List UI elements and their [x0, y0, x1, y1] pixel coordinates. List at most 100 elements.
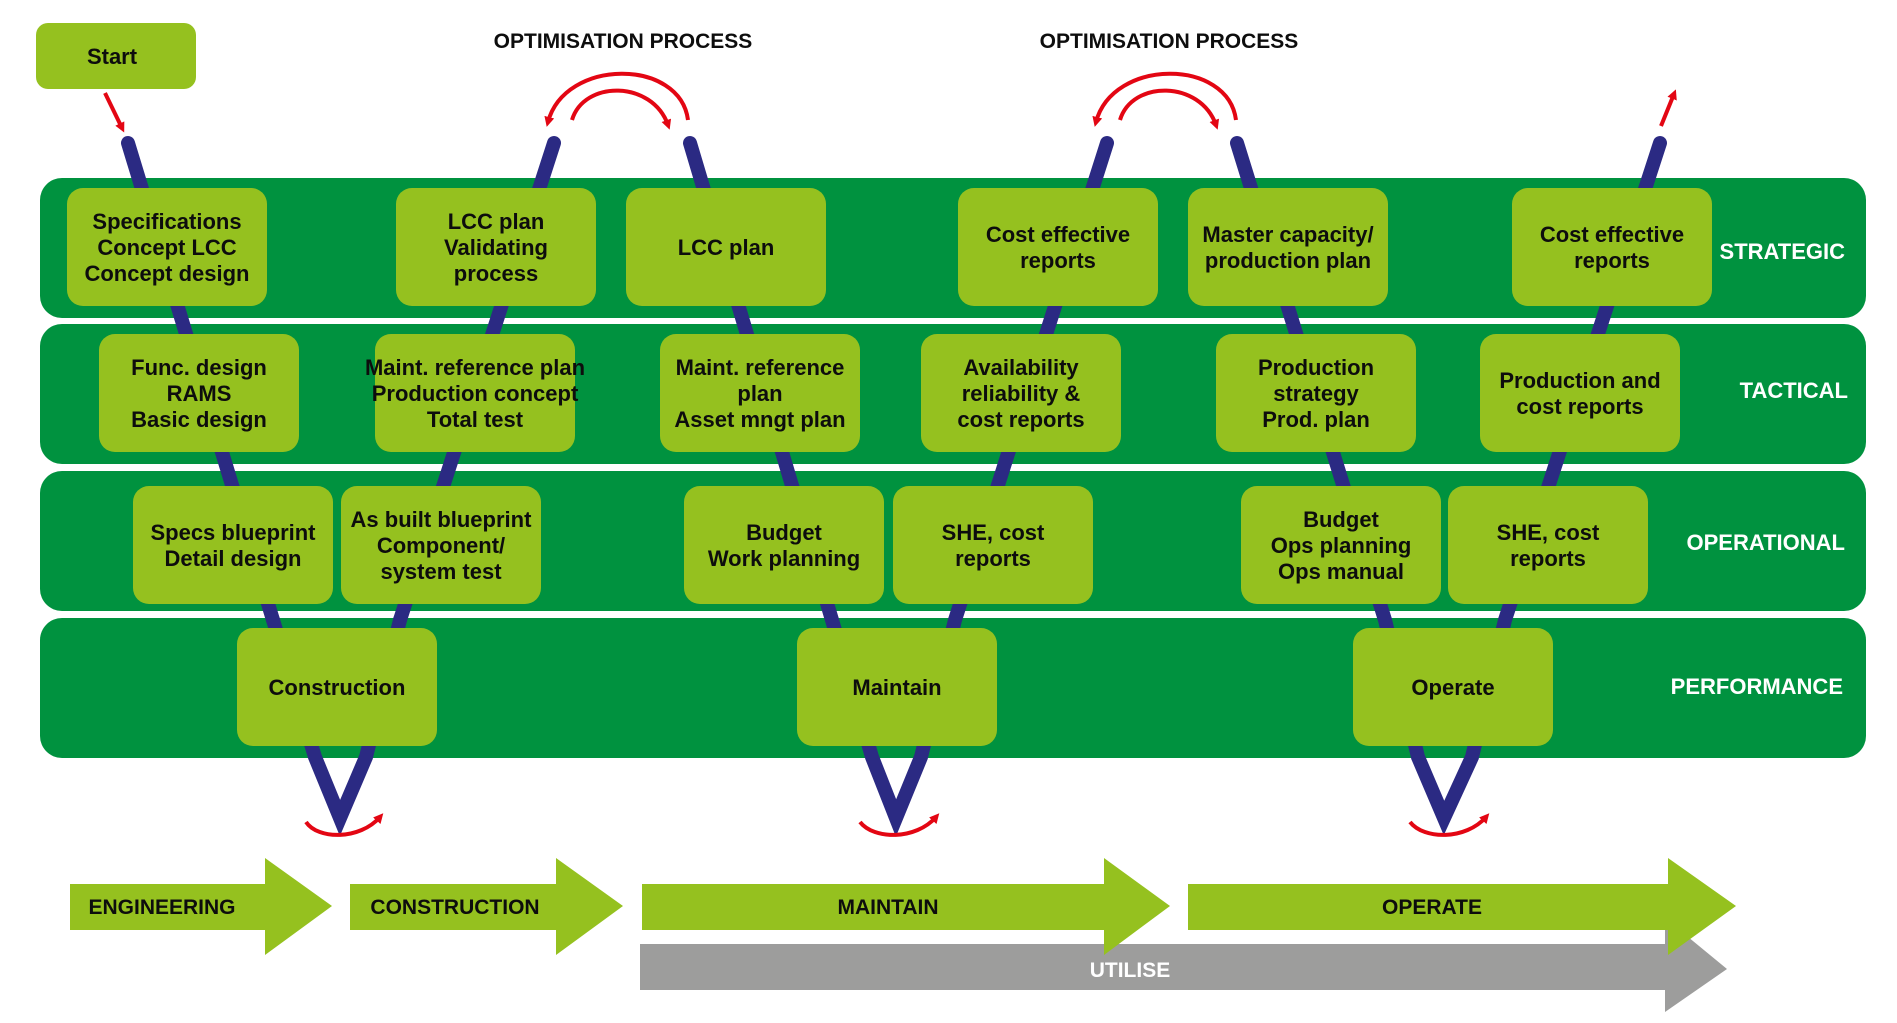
- box-background: [958, 188, 1158, 306]
- box-text-line: RAMS: [167, 381, 232, 406]
- optimisation-loop-1-outer: [544, 71, 690, 127]
- box-text-line: Total test: [427, 407, 524, 432]
- utilise-label: UTILISE: [1090, 959, 1171, 982]
- box-text-line: system test: [380, 559, 502, 584]
- optimisation-loop-2-outer: [1092, 71, 1238, 127]
- band-label-strategic: STRATEGIC: [1720, 239, 1846, 264]
- process-line-maintain: [683, 136, 1114, 837]
- box-background: [237, 628, 437, 746]
- box-background: [797, 628, 997, 746]
- box-text-line: Component/: [377, 533, 505, 558]
- box-background: [1353, 628, 1553, 746]
- box-performance-3: Operate: [1353, 628, 1553, 746]
- red-arrows: [103, 71, 1677, 837]
- box-text-line: Asset mngt plan: [674, 407, 845, 432]
- box-background: [1512, 188, 1712, 306]
- box-text-line: Availability: [963, 355, 1079, 380]
- box-background: [660, 334, 860, 452]
- box-background: [1188, 188, 1388, 306]
- box-text-line: reports: [1574, 248, 1650, 273]
- box-text-line: reliability &: [962, 381, 1081, 406]
- box-background: [1216, 334, 1416, 452]
- optimisation-label-2: OPTIMISATION PROCESS: [1040, 30, 1299, 53]
- box-text-line: Production: [1258, 355, 1374, 380]
- box-text-line: Validating: [444, 235, 548, 260]
- box-performance-1: Construction: [237, 628, 437, 746]
- box-background: [396, 188, 596, 306]
- box-background: [626, 188, 826, 306]
- exit-arrow: [1659, 89, 1677, 127]
- box-text-line: process: [454, 261, 538, 286]
- box-text-line: Ops planning: [1271, 533, 1412, 558]
- box-text-line: Maintain: [852, 675, 941, 700]
- box-text-line: Operate: [1411, 675, 1494, 700]
- band-label-tactical: TACTICAL: [1740, 378, 1848, 403]
- box-background: [375, 334, 575, 452]
- box-text-line: plan: [737, 381, 782, 406]
- phase-arrow-engineering: ENGINEERING: [70, 858, 332, 955]
- box-text-line: Master capacity/: [1202, 222, 1373, 247]
- box-text-line: Concept design: [84, 261, 249, 286]
- box-text-line: As built blueprint: [351, 507, 533, 532]
- box-text-line: Construction: [269, 675, 406, 700]
- rotate-arrow-operate: [1408, 813, 1490, 837]
- box-text-line: cost reports: [1516, 394, 1643, 419]
- box-text-line: reports: [955, 546, 1031, 571]
- process-line-operate: [1230, 136, 1667, 836]
- start-arrow: [103, 92, 125, 133]
- rotate-arrow-maintain: [858, 813, 940, 837]
- box-text-line: Cost effective: [986, 222, 1130, 247]
- box-text-line: Ops manual: [1278, 559, 1404, 584]
- box-text-line: reports: [1510, 546, 1586, 571]
- start-node: Start: [36, 23, 196, 89]
- box-text-line: Maint. reference: [676, 355, 845, 380]
- box-text-line: Specs blueprint: [150, 520, 316, 545]
- box-background: [893, 486, 1093, 604]
- box-text-line: LCC plan: [448, 209, 545, 234]
- box-background: [921, 334, 1121, 452]
- box-text-line: Concept LCC: [97, 235, 236, 260]
- box-text-line: SHE, cost: [1497, 520, 1600, 545]
- phase-arrow-utilise: UTILISE: [640, 918, 1727, 1012]
- box-text-line: Budget: [1303, 507, 1379, 532]
- box-text-line: reports: [1020, 248, 1096, 273]
- construction-label: CONSTRUCTION: [370, 896, 539, 919]
- operate-label: OPERATE: [1382, 896, 1482, 919]
- box-background: [684, 486, 884, 604]
- rotate-arrow-construction: [304, 813, 384, 837]
- phase-arrow-construction: CONSTRUCTION: [350, 858, 623, 955]
- engineering-label: ENGINEERING: [88, 896, 235, 919]
- box-text-line: Basic design: [131, 407, 267, 432]
- box-text-line: Budget: [746, 520, 822, 545]
- box-text-line: Specifications: [92, 209, 241, 234]
- band-label-operational: OPERATIONAL: [1687, 530, 1845, 555]
- box-text-line: Detail design: [165, 546, 302, 571]
- box-background: [1480, 334, 1680, 452]
- box-text-line: production plan: [1205, 248, 1371, 273]
- optimisation-label-1: OPTIMISATION PROCESS: [494, 30, 753, 53]
- optimisation-loop-2-inner: [1118, 88, 1220, 130]
- box-text-line: Maint. reference plan: [365, 355, 585, 380]
- box-text-line: strategy: [1273, 381, 1359, 406]
- box-background: [99, 334, 299, 452]
- maintain-label: MAINTAIN: [837, 896, 938, 919]
- box-background: [1241, 486, 1441, 604]
- box-text-line: Production and: [1499, 368, 1660, 393]
- optimisation-loop-1-inner: [570, 88, 672, 130]
- box-background: [67, 188, 267, 306]
- phase-arrow-operate: OPERATE: [1188, 858, 1736, 955]
- box-text-line: LCC plan: [678, 235, 775, 260]
- box-text-line: cost reports: [957, 407, 1084, 432]
